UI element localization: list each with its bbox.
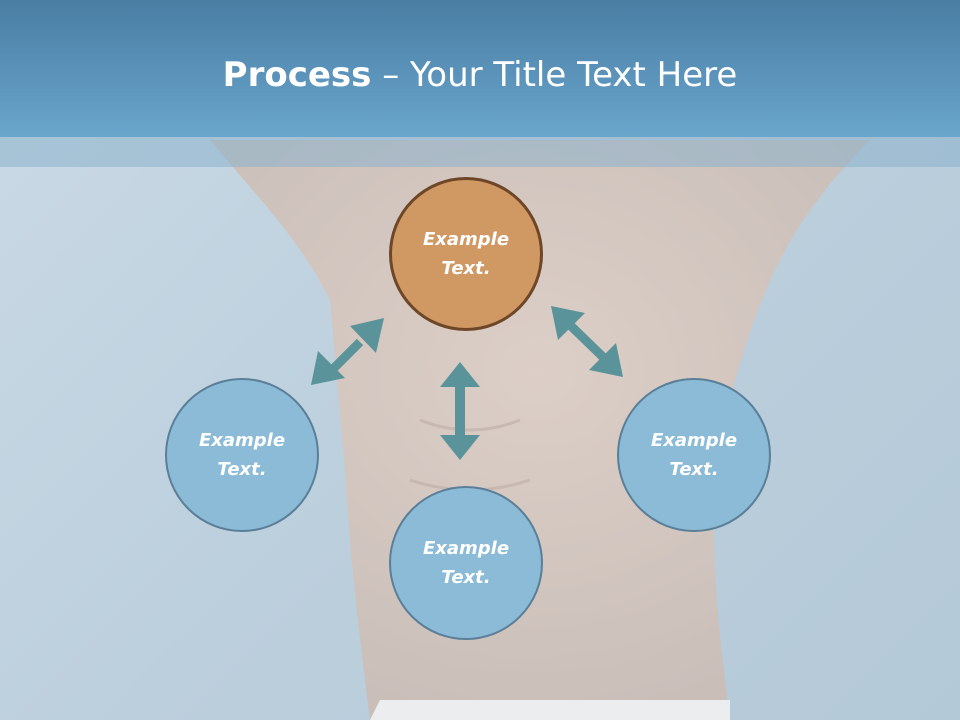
title-dash: – [371, 55, 411, 95]
title-band [0, 137, 960, 167]
title-bold: Process [222, 55, 372, 95]
arrow-top-right [551, 306, 623, 377]
node-text: Example Text. [422, 538, 510, 588]
node-text: Example Text. [198, 430, 286, 480]
process-node-left: Example Text. [165, 378, 319, 532]
arrow-top-left [311, 318, 384, 385]
slide-title: Process – Your Title Text Here [0, 52, 960, 98]
process-node-bottom: Example Text. [389, 486, 543, 640]
arrow-top-bottom [440, 362, 480, 460]
title-rest: Your Title Text Here [410, 55, 738, 95]
title-bar [0, 0, 960, 137]
process-node-right: Example Text. [617, 378, 771, 532]
node-text: Example Text. [422, 229, 510, 279]
node-text: Example Text. [650, 430, 738, 480]
process-node-top: Example Text. [389, 177, 543, 331]
